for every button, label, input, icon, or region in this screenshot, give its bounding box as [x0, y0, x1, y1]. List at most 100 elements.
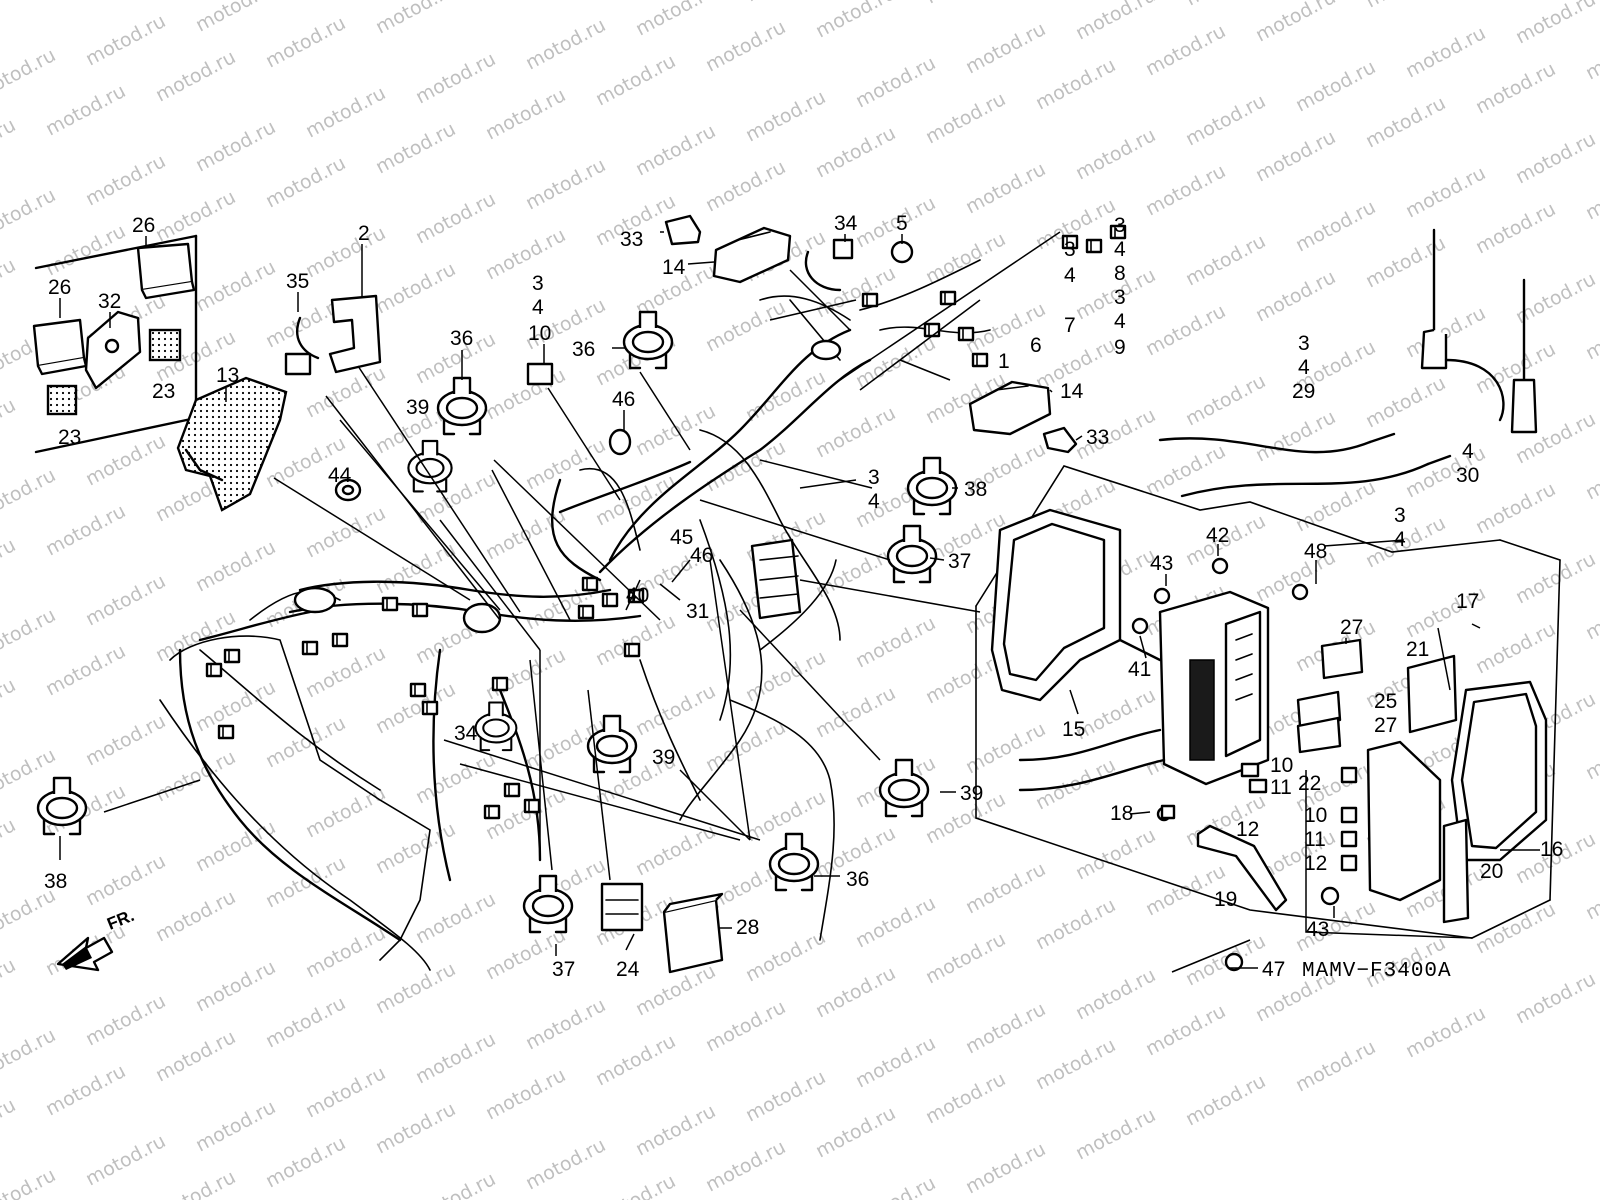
callout-43: 43 [1306, 918, 1329, 941]
watermark-text: motod.ru [482, 364, 569, 424]
watermark-text: motod.ru [1582, 304, 1600, 364]
callout-23: 23 [152, 380, 175, 403]
callout-4: 4 [532, 296, 544, 319]
fuse-group-leaders [1171, 623, 1540, 973]
callout-43: 43 [1150, 552, 1173, 575]
watermark-text: motod.ru [482, 224, 569, 284]
watermark-text: motod.ru [922, 88, 1009, 148]
watermark-text: motod.ru [1582, 584, 1600, 644]
callout-25: 25 [1374, 690, 1397, 713]
watermark-text: motod.ru [372, 818, 459, 878]
callout-28: 28 [736, 916, 759, 939]
label-20 [1442, 818, 1470, 924]
watermark-text: motod.ru [0, 394, 19, 454]
callout-39: 39 [652, 746, 675, 769]
watermark-text: motod.ru [302, 1062, 389, 1122]
callout-10: 10 [1304, 804, 1327, 827]
callout-4: 4 [1394, 528, 1406, 551]
callout-17: 17 [1456, 590, 1479, 613]
harness-bundle-fusebox [1018, 638, 1166, 792]
watermark-text: motod.ru [1182, 370, 1269, 430]
watermark-text: motod.ru [412, 188, 499, 248]
antenna-assembly [1158, 228, 1538, 498]
callout-45: 45 [670, 526, 693, 549]
callout-3: 3 [1064, 238, 1076, 261]
clamp-38-right [906, 456, 958, 516]
watermark-text: motod.ru [192, 536, 279, 596]
watermark-text: motod.ru [1142, 300, 1229, 360]
watermark-text: motod.ru [262, 852, 349, 912]
watermark-text: motod.ru [592, 1030, 679, 1090]
watermark-text: motod.ru [1292, 476, 1379, 536]
watermark-text: motod.ru [852, 1172, 939, 1200]
watermark-text: motod.ru [922, 928, 1009, 988]
watermark-text: motod.ru [1582, 164, 1600, 224]
watermark-text: motod.ru [922, 228, 1009, 288]
watermark-text: motod.ru [82, 850, 169, 910]
callout-4: 4 [868, 490, 880, 513]
watermark-text: motod.ru [632, 680, 719, 740]
fuse-cover-17 [1450, 680, 1548, 862]
callout-46: 46 [612, 388, 635, 411]
watermark-text: motod.ru [592, 1170, 679, 1200]
watermark-text: motod.ru [1582, 864, 1600, 924]
watermark-text: motod.ru [812, 0, 899, 42]
callout-10: 10 [528, 322, 551, 345]
watermark-text: motod.ru [1582, 444, 1600, 504]
callout-24: 24 [616, 958, 640, 981]
callout-37: 37 [552, 958, 575, 981]
watermark-text: motod.ru [962, 858, 1049, 918]
watermark-text: motod.ru [1512, 968, 1599, 1028]
watermark-text: motod.ru [922, 1068, 1009, 1128]
watermark-text: motod.ru [372, 1098, 459, 1158]
callout-16: 16 [1540, 838, 1563, 861]
callout-47: 47 [1262, 958, 1285, 981]
connector-23-left [46, 384, 78, 416]
watermark-text: motod.ru [372, 258, 459, 318]
watermark-text: motod.ru [962, 18, 1049, 78]
watermark-text: motod.ru [1252, 126, 1339, 186]
watermark-text: motod.ru [152, 886, 239, 946]
watermark-text: motod.ru [412, 888, 499, 948]
watermark-text: motod.ru [1362, 372, 1449, 432]
clamp-34-mid [474, 701, 518, 752]
callout-35: 35 [286, 270, 309, 293]
watermark-text: motod.ru [0, 954, 19, 1014]
grommet-46-top [608, 428, 632, 456]
watermark-text: motod.ru [372, 958, 459, 1018]
callout-40: 40 [626, 584, 649, 607]
watermark-text: motod.ru [0, 674, 19, 734]
watermark-text: motod.ru [742, 86, 829, 146]
callout-5: 5 [896, 212, 908, 235]
watermark-text: motod.ru [1292, 1036, 1379, 1096]
watermark-text: motod.ru [82, 1130, 169, 1190]
cover-14-right [968, 380, 1052, 436]
clamp-36-a [436, 376, 488, 436]
watermark-text: motod.ru [852, 892, 939, 952]
watermark-text: motod.ru [302, 82, 389, 142]
watermark-text: motod.ru [852, 1032, 939, 1092]
watermark-text: motod.ru [742, 0, 829, 6]
callout-21: 21 [1406, 638, 1429, 661]
cover-13 [176, 376, 288, 512]
callout-36: 36 [450, 327, 473, 350]
callout-33: 33 [1086, 426, 1109, 449]
watermark-text: motod.ru [1402, 1002, 1489, 1062]
watermark-text: motod.ru [82, 570, 169, 630]
watermark-text: motod.ru [522, 14, 609, 74]
connector-10 [526, 362, 554, 386]
watermark-text: motod.ru [1182, 90, 1269, 150]
callout-18: 18 [1110, 802, 1133, 825]
watermark-text: motod.ru [702, 716, 789, 776]
watermark-text: motod.ru [372, 118, 459, 178]
small-fuses [1160, 762, 1358, 872]
watermark-text: motod.ru [852, 612, 939, 672]
callout-4: 4 [1064, 264, 1076, 287]
watermark-text: motod.ru [1512, 548, 1599, 608]
watermark-text: motod.ru [1512, 0, 1599, 48]
watermark-text: motod.ru [82, 150, 169, 210]
watermark-text: motod.ru [82, 10, 169, 70]
callout-32: 32 [98, 290, 121, 313]
